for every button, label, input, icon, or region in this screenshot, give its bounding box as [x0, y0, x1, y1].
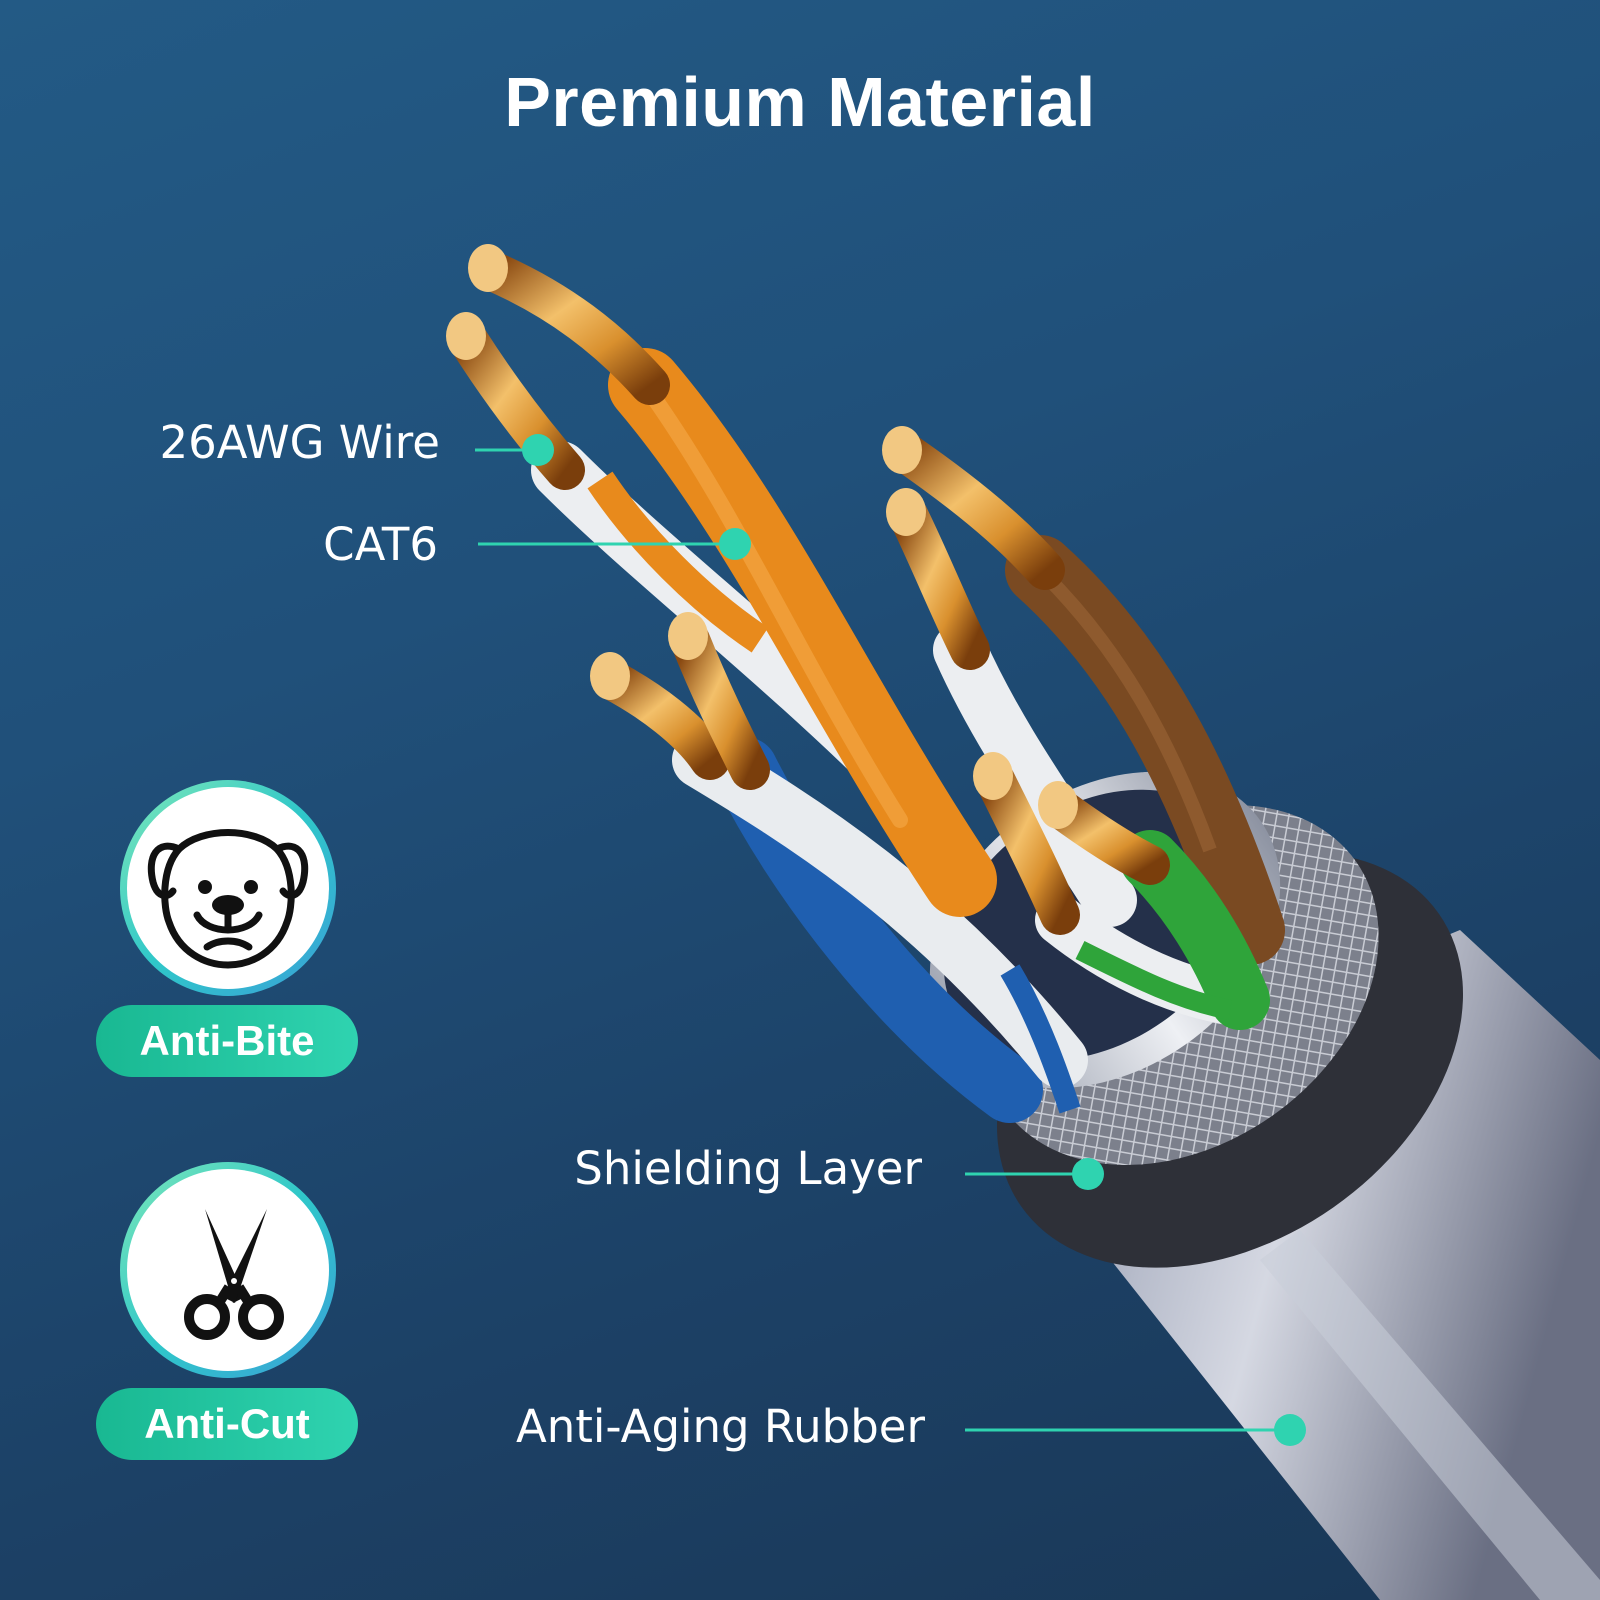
- anti-bite-icon-ring: [120, 780, 336, 996]
- leader-wire-dot: [522, 434, 554, 466]
- callout-shielding: Shielding Layer: [574, 1142, 922, 1195]
- anti-cut-badge: Anti-Cut: [96, 1388, 358, 1460]
- callout-cat6: CAT6: [323, 518, 438, 571]
- scissors-icon: [184, 1209, 284, 1340]
- anti-bite-badge: Anti-Bite: [96, 1005, 358, 1077]
- dog-face-icon: [147, 829, 309, 969]
- callout-leaders: [475, 434, 1306, 1446]
- leader-shielding-dot: [1072, 1158, 1104, 1190]
- page-title: Premium Material: [504, 63, 1096, 141]
- twisted-pairs: [531, 348, 1285, 1123]
- copper-conductors: [446, 244, 1170, 935]
- anti-cut-icon-ring: [120, 1162, 336, 1378]
- leader-cat6-dot: [719, 528, 751, 560]
- leader-rubber-dot: [1274, 1414, 1306, 1446]
- callout-wire: 26AWG Wire: [159, 416, 440, 469]
- callout-rubber: Anti-Aging Rubber: [515, 1400, 925, 1453]
